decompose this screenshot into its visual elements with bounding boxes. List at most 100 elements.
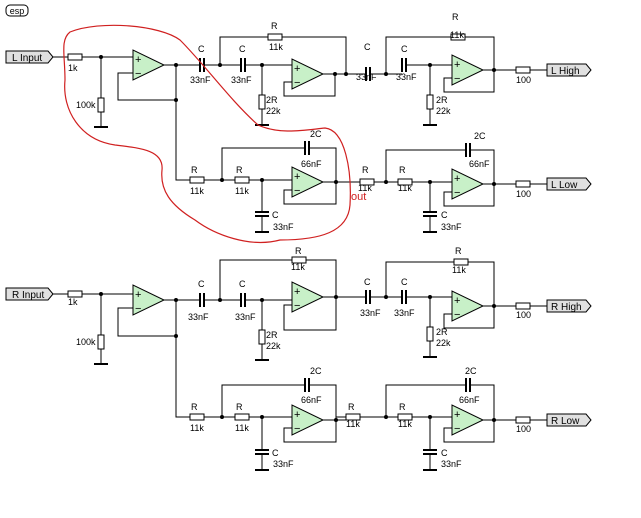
component-label-c: C xyxy=(401,277,408,287)
component-label-opamp-minus: − xyxy=(454,187,460,199)
component-label-l-input: L Input xyxy=(12,53,42,64)
component-label-r-100: 100 xyxy=(516,75,531,85)
component-label-two-r: 2R xyxy=(436,327,448,337)
component-label-r-11k: 11k xyxy=(398,419,412,429)
component-label-r: R xyxy=(399,402,406,412)
component-label-r-11k: 11k xyxy=(346,419,360,429)
component-label-r-100: 100 xyxy=(516,189,531,199)
component-label-r-100k: 100k xyxy=(76,337,96,347)
component-label-r-22k: 22k xyxy=(266,341,281,351)
component-label-c-33nf: 33nF xyxy=(273,459,294,469)
component-label-two-r: 2R xyxy=(436,95,448,105)
component-label-c: C xyxy=(364,277,371,287)
highlight-outline xyxy=(63,24,351,244)
component-label-c-33nf: 33nF xyxy=(394,308,415,318)
component-label-r-11k: 11k xyxy=(398,183,412,193)
component-label-c: C xyxy=(401,44,408,54)
component-label-c-33nf: 33nF xyxy=(235,312,256,322)
l-low-tag: L Low xyxy=(546,177,592,191)
component-label-r-100k: 100k xyxy=(76,100,96,110)
component-label-c-66nf: 66nF xyxy=(301,159,322,169)
component-label-opamp-plus: + xyxy=(294,286,300,298)
component-label-r-11k: 11k xyxy=(450,30,464,40)
component-label-opamp-minus: − xyxy=(454,73,460,85)
component-label-opamp-plus: + xyxy=(454,295,460,307)
component-label-r-11k: 11k xyxy=(235,186,249,196)
l-low-stage2-opamp: + − xyxy=(451,168,485,200)
component-label-c-33nf: 33nF xyxy=(190,75,211,85)
component-label-c-66nf: 66nF xyxy=(459,395,480,405)
component-label-opamp-minus: − xyxy=(294,77,300,89)
component-label-r: R xyxy=(455,246,462,256)
component-label-two-r: 2R xyxy=(266,95,278,105)
component-label-c: C xyxy=(272,210,279,220)
component-label-r-low: R Low xyxy=(551,416,580,427)
component-label-two-c: 2C xyxy=(310,129,322,139)
component-label-opamp-minus: − xyxy=(294,423,300,435)
component-label-r-11k: 11k xyxy=(291,262,305,272)
component-label-opamp-plus: + xyxy=(135,54,141,66)
component-label-c-66nf: 66nF xyxy=(301,395,322,405)
component-label-c: C xyxy=(364,42,371,52)
r-input-buffer-opamp: + − xyxy=(132,284,166,316)
component-label-r: R xyxy=(236,402,243,412)
component-label-c-33nf: 33nF xyxy=(273,222,294,232)
r-high-stage1-opamp: + − xyxy=(291,281,325,313)
left-channel: L Input 1k 100k + − C 33nF R 11k xyxy=(5,12,592,244)
component-label-c: C xyxy=(441,448,448,458)
component-label-c-33nf: 33nF xyxy=(360,308,381,318)
component-label-c-33nf: 33nF xyxy=(441,222,462,232)
component-label-r-1k: 1k xyxy=(68,63,78,73)
component-label-r: R xyxy=(191,165,198,175)
component-label-r-input: R Input xyxy=(12,290,44,301)
r-low-stage2-opamp: + − xyxy=(451,404,485,436)
l-low-stage1-opamp: + − xyxy=(291,166,325,198)
component-label-c: C xyxy=(239,44,246,54)
component-label-r: R xyxy=(452,12,459,22)
component-label-opamp-plus: + xyxy=(454,59,460,71)
component-label-c: C xyxy=(198,279,205,289)
component-label-l-low: L Low xyxy=(551,180,578,191)
component-label-r: R xyxy=(348,402,355,412)
out-annotation: out xyxy=(351,191,366,203)
component-label-c-33nf: 33nF xyxy=(396,72,417,82)
r-low-stage1-opamp: + − xyxy=(291,404,325,436)
r-input-tag: R Input xyxy=(5,287,54,301)
component-label-opamp-minus: − xyxy=(454,423,460,435)
component-label-c-33nf: 33nF xyxy=(188,312,209,322)
component-label-two-c: 2C xyxy=(465,366,477,376)
l-high-stage2-opamp: + − xyxy=(451,54,485,86)
component-label-l-high: L High xyxy=(551,66,580,77)
r-low-tag: R Low xyxy=(546,413,592,427)
component-label-r: R xyxy=(191,402,198,412)
component-label-opamp-minus: − xyxy=(294,185,300,197)
right-channel: R Input 1k 100k + − C 33nF R 11k xyxy=(5,246,592,471)
component-label-c: C xyxy=(441,210,448,220)
component-label-two-c: 2C xyxy=(310,366,322,376)
component-label-r: R xyxy=(236,165,243,175)
component-label-c-33nf: 33nF xyxy=(441,459,462,469)
component-label-r-11k: 11k xyxy=(452,265,466,275)
component-label-opamp-plus: + xyxy=(294,171,300,183)
component-label-two-r: 2R xyxy=(266,330,278,340)
component-label-r-11k: 11k xyxy=(358,183,372,193)
component-label-opamp-minus: − xyxy=(294,300,300,312)
component-label-opamp-plus: + xyxy=(294,63,300,75)
l-input-tag: L Input xyxy=(5,50,54,64)
component-label-r: R xyxy=(271,21,278,31)
component-label-r-11k: 11k xyxy=(235,423,249,433)
logo-text: esp xyxy=(10,6,25,16)
component-label-r-11k: 11k xyxy=(190,423,204,433)
component-label-r-22k: 22k xyxy=(436,106,451,116)
component-label-opamp-minus: − xyxy=(135,68,141,80)
component-label-r: R xyxy=(295,246,302,256)
esp-logo: esp xyxy=(5,4,29,17)
component-label-opamp-plus: + xyxy=(454,173,460,185)
component-label-r-high: R High xyxy=(551,302,582,313)
component-label-two-c: 2C xyxy=(474,131,486,141)
component-label-r: R xyxy=(362,165,369,175)
component-label-c: C xyxy=(239,279,246,289)
component-label-r: R xyxy=(399,165,406,175)
component-label-c: C xyxy=(198,44,205,54)
